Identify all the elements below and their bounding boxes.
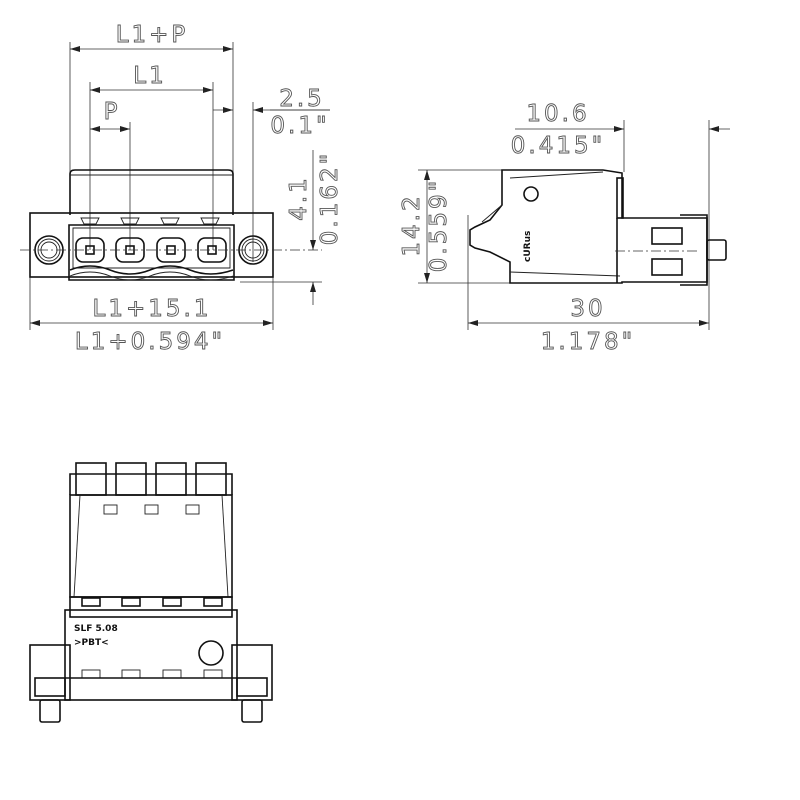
bottom-view: SLF 5.08 >PBT< xyxy=(29,462,273,723)
part-marking: SLF 5.08 xyxy=(74,624,118,634)
polarization-hole xyxy=(198,640,224,666)
dim-label-length-in: 1.178" xyxy=(541,329,635,355)
windows xyxy=(103,504,200,515)
ul-logo-icon: cURus xyxy=(523,186,539,262)
dim-label-p: P xyxy=(104,99,121,125)
dim-label-side-height-mm: 14.2 xyxy=(399,193,425,256)
dim-label-l1-plus-p: L1+P xyxy=(116,22,189,48)
connector-front xyxy=(20,169,322,281)
dim-label-height-in: 0.162" xyxy=(317,151,343,245)
side-view: cURus 10.6 0.415" 14.2 0.559" 30 1.178" xyxy=(399,101,730,355)
dim-label-offset-in: 0.1" xyxy=(270,113,329,139)
dim-label-height-mm: 4.1 xyxy=(286,175,312,221)
latch-tabs xyxy=(80,217,220,225)
latches xyxy=(81,597,223,607)
extension-lines xyxy=(29,42,322,330)
dim-label-width-in: L1+0.594" xyxy=(75,329,225,355)
dim-label-l1: L1 xyxy=(133,63,166,89)
dim-label-side-height-in: 0.559" xyxy=(426,178,452,272)
front-view: L1+P L1 P 2.5 0.1" 4.1 0.162" L1+15.1 L1… xyxy=(20,22,343,355)
certification-logo: cURus xyxy=(523,231,533,262)
dim-label-offset-mm: 2.5 xyxy=(279,86,325,112)
bottom-latches xyxy=(81,669,223,679)
terminal-heads xyxy=(75,462,227,496)
dim-label-length-mm: 30 xyxy=(570,296,605,322)
dim-label-depth-in: 0.415" xyxy=(511,133,605,159)
dim-label-width-mm: L1+15.1 xyxy=(93,296,212,322)
connector-side: cURus xyxy=(469,169,727,286)
dim-label-depth-mm: 10.6 xyxy=(526,101,589,127)
material-marking: >PBT< xyxy=(74,638,109,648)
